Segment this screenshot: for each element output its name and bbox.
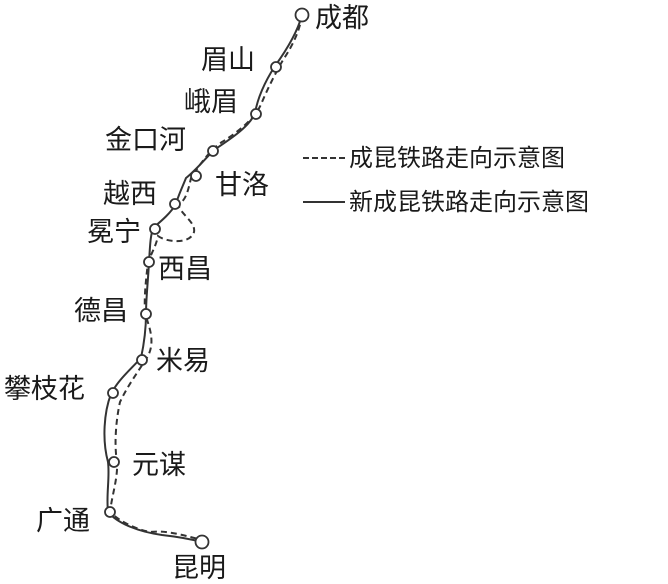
station-label-yuanmou: 元谋 (132, 450, 186, 481)
station-label-chengdu: 成都 (315, 3, 369, 34)
station-marker-meishan (270, 61, 282, 73)
station-marker-chengdu (294, 7, 310, 23)
station-label-guangtong: 广通 (36, 506, 90, 537)
station-marker-yuexi (169, 198, 181, 210)
legend-old-line: 成昆铁路走向示意图 (303, 146, 565, 170)
station-label-xichang: 西昌 (158, 254, 212, 285)
station-marker-ganluo (190, 170, 202, 182)
station-label-kunming: 昆明 (172, 553, 226, 584)
station-label-panzhihua: 攀枝花 (4, 374, 85, 405)
station-label-jinkouhe: 金口河 (105, 125, 186, 156)
old-chengkun-railway-line (108, 14, 303, 541)
station-marker-xichang (143, 256, 155, 268)
station-label-emei: 峨眉 (184, 87, 238, 118)
station-marker-jinkouhe (207, 145, 219, 157)
legend-old-line-label: 成昆铁路走向示意图 (349, 144, 565, 172)
station-label-yuexi: 越西 (103, 179, 157, 210)
solid-line-swatch (303, 201, 345, 203)
station-marker-mianning (149, 223, 161, 235)
legend-new-line: 新成昆铁路走向示意图 (303, 190, 589, 214)
station-marker-emei (250, 108, 262, 120)
station-label-miyi: 米易 (156, 346, 210, 377)
station-label-meishan: 眉山 (201, 45, 255, 76)
station-marker-dechang (140, 308, 152, 320)
station-marker-panzhihua (107, 387, 119, 399)
legend-new-line-label: 新成昆铁路走向示意图 (349, 188, 589, 216)
station-label-ganluo: 甘洛 (215, 170, 269, 201)
station-marker-yuanmou (108, 456, 120, 468)
station-label-mianning: 冕宁 (87, 217, 141, 248)
station-marker-guangtong (104, 506, 116, 518)
dashed-line-swatch (303, 157, 345, 159)
station-marker-kunming (194, 534, 210, 550)
station-label-dechang: 德昌 (74, 296, 128, 327)
station-marker-miyi (136, 354, 148, 366)
